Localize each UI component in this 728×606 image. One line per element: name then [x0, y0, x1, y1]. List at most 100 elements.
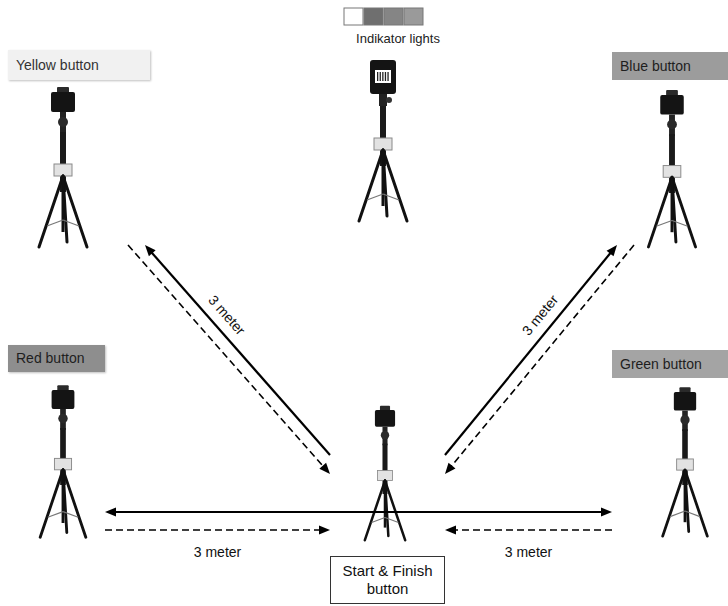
- button-station: Green button: [612, 350, 728, 535]
- tripod-device: [660, 95, 684, 115]
- button-text: Start & Finish button: [342, 562, 432, 597]
- tripod-head: [379, 94, 387, 106]
- tripod-center-pole: [382, 150, 385, 206]
- arrow-line: [128, 245, 324, 467]
- tripod-collar: [374, 138, 392, 150]
- device-bar: [382, 72, 383, 81]
- tripod-collar: [377, 470, 392, 480]
- button-label: Red button: [8, 345, 105, 372]
- tripod-knob: [58, 117, 68, 127]
- device-bar: [377, 72, 378, 81]
- tripod: [39, 87, 87, 247]
- dashed-return-arrow: [105, 526, 330, 535]
- button-text: Green button: [620, 356, 702, 372]
- tripod-device: [52, 390, 75, 409]
- tripod-spreader: [48, 512, 63, 518]
- button-label: Yellow button: [8, 50, 150, 80]
- tripod-leg: [672, 177, 676, 242]
- tripod-center-pole: [384, 481, 387, 528]
- tripod-collar: [663, 166, 681, 178]
- distance-arrow: [145, 245, 330, 455]
- arrow-line: [151, 252, 330, 455]
- device-bar: [387, 72, 388, 81]
- tripod-collar: [677, 459, 694, 470]
- indicator-light: [384, 8, 403, 25]
- tripod-leg: [672, 177, 696, 247]
- arrow-head: [445, 463, 455, 474]
- tripod: [40, 385, 86, 537]
- tripod-spreader: [672, 220, 688, 226]
- arrow-line: [454, 529, 612, 531]
- tripod-knob: [667, 120, 677, 130]
- tripod-leg: [383, 150, 387, 216]
- tripod-spreader: [685, 511, 700, 517]
- tripod-center-pole: [62, 176, 65, 232]
- tripod-collar: [54, 458, 71, 469]
- distance-label: 3 meter: [517, 290, 563, 342]
- tripod-spreader: [656, 220, 672, 226]
- button-text: Yellow button: [16, 57, 99, 73]
- tripod-leg: [383, 150, 407, 221]
- distance-arrow: [445, 245, 617, 455]
- arrow-head: [319, 526, 330, 535]
- tripod-center-pole: [671, 177, 674, 232]
- indicator-light: [344, 8, 363, 25]
- arrow-head: [607, 245, 617, 256]
- tripod-leg: [359, 150, 383, 221]
- indicator-label: Indikator lights: [356, 31, 440, 46]
- tripod: [663, 387, 708, 536]
- arrow-head: [105, 508, 116, 517]
- arrow-line: [451, 245, 634, 467]
- device-bar: [385, 72, 386, 81]
- button-label: Green button: [612, 350, 728, 378]
- distance-label: 3 meter: [502, 544, 555, 560]
- tripod-spreader: [47, 220, 63, 226]
- tripod-leg: [63, 470, 67, 533]
- arrow-head: [145, 245, 156, 256]
- tripod-leg: [385, 481, 388, 536]
- indicator-light: [404, 8, 423, 25]
- arrow-head: [445, 526, 456, 535]
- button-station: Red button: [8, 345, 105, 535]
- distance-arrow: [105, 508, 612, 517]
- tripod: [365, 406, 405, 540]
- tripod-spreader: [63, 512, 78, 518]
- tripod-spreader: [367, 194, 383, 200]
- arrow-line: [105, 529, 321, 531]
- tripod-spreader: [670, 511, 685, 517]
- tripod-leg: [365, 481, 385, 541]
- tripod-device: [370, 60, 396, 94]
- tripod-knob: [680, 415, 689, 424]
- tripod-spreader: [63, 220, 79, 226]
- distance-label: 3 meter: [191, 544, 244, 560]
- tripod-spreader: [372, 518, 385, 523]
- tripod-knob: [386, 97, 392, 103]
- tripod-leg: [685, 470, 707, 536]
- tripod: [648, 90, 695, 247]
- tripod: [359, 60, 407, 221]
- tripod-leg: [663, 470, 685, 536]
- device-bar: [380, 72, 381, 81]
- arrow-line: [114, 511, 603, 513]
- button-label: Start & Finish button: [330, 556, 445, 604]
- button-text: Blue button: [620, 58, 691, 74]
- tripod-leg: [39, 176, 63, 247]
- tripod-leg: [63, 176, 67, 242]
- button-text: Red button: [16, 350, 85, 366]
- tripod-knob: [381, 431, 389, 439]
- tripod-leg: [685, 470, 689, 531]
- button-label: Blue button: [612, 52, 728, 80]
- tripod-spreader: [385, 518, 398, 523]
- tripod-device: [375, 410, 395, 427]
- device-screen: [375, 70, 391, 83]
- tripod-device: [51, 92, 75, 112]
- tripod-leg: [63, 176, 87, 247]
- tripod-leg: [648, 177, 672, 247]
- distance-label: 3 meter: [203, 290, 250, 341]
- button-station: Yellow button: [8, 50, 150, 245]
- dashed-return-arrow: [445, 526, 612, 535]
- tripod-leg: [40, 470, 63, 537]
- button-station: Start & Finish button: [330, 400, 445, 606]
